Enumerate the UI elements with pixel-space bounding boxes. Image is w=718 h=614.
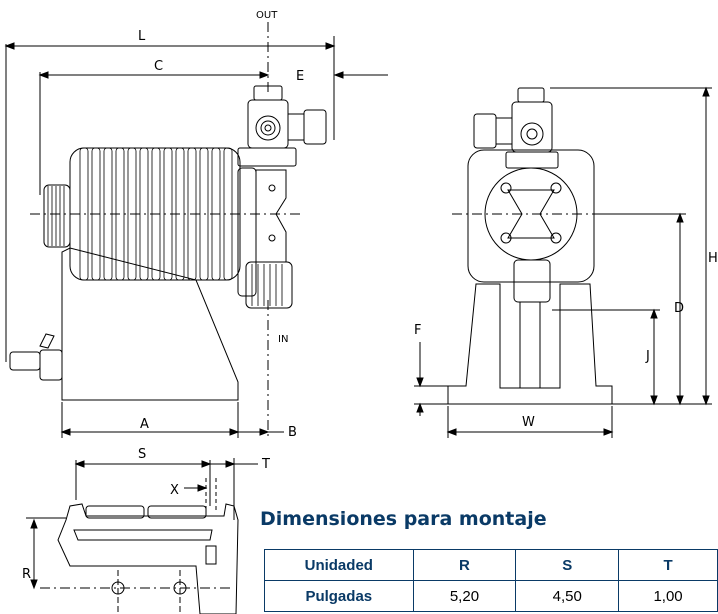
mounting-title: Dimensiones para montaje — [260, 508, 547, 530]
label-D: D — [674, 301, 684, 316]
label-A: A — [140, 417, 149, 432]
header-s: S — [515, 549, 620, 581]
label-R: R — [22, 567, 31, 582]
mounting-dimensions-table: Unidaded R S T Pulgadas 5,20 4,50 1,00 — [264, 549, 718, 612]
label-X: X — [170, 483, 179, 498]
cell-r: 5,20 — [412, 580, 517, 612]
label-C: C — [154, 59, 163, 74]
label-E: E — [296, 69, 304, 84]
cell-t: 1,00 — [618, 580, 718, 612]
label-S: S — [138, 447, 146, 462]
label-J: J — [645, 349, 650, 364]
side-view — [4, 22, 388, 438]
table-row: Pulgadas 5,20 4,50 1,00 — [264, 580, 718, 612]
cell-unit: Pulgadas — [264, 580, 414, 612]
label-in: IN — [278, 334, 288, 345]
mounting-view — [26, 458, 258, 614]
label-H: H — [708, 251, 718, 266]
header-r: R — [412, 549, 517, 581]
table-header-row: Unidaded R S T — [264, 549, 718, 581]
cell-s: 4,50 — [515, 580, 620, 612]
label-B: B — [288, 425, 297, 440]
label-W: W — [522, 415, 535, 430]
header-t: T — [618, 549, 718, 581]
label-F: F — [414, 323, 421, 338]
header-unit: Unidaded — [264, 549, 414, 581]
label-T: T — [261, 457, 270, 472]
front-view — [414, 86, 712, 438]
label-L: L — [138, 29, 146, 44]
label-out: OUT — [256, 10, 278, 21]
